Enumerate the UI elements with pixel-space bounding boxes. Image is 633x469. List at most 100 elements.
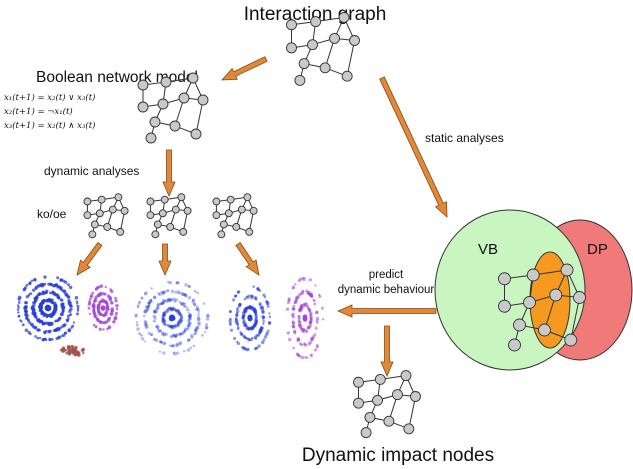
graph-node bbox=[400, 370, 412, 382]
graph-node bbox=[286, 19, 297, 31]
graph-node bbox=[146, 197, 155, 206]
graph-node bbox=[146, 211, 155, 220]
arrow-predict-behaviour bbox=[336, 304, 437, 318]
graph-node bbox=[329, 32, 340, 44]
graph-node bbox=[151, 230, 160, 239]
graph-node bbox=[560, 263, 574, 277]
graph-node bbox=[338, 11, 350, 23]
graph-node bbox=[549, 288, 563, 302]
graph-node bbox=[90, 220, 99, 229]
graph-node bbox=[166, 222, 175, 231]
graph-node bbox=[95, 209, 104, 218]
attractor-visualizations bbox=[16, 275, 325, 360]
graph-node bbox=[178, 92, 190, 104]
graph-node bbox=[498, 272, 511, 286]
interaction-graph-title: Interaction graph bbox=[244, 4, 387, 25]
graph-node bbox=[153, 220, 162, 229]
attractor-cloud-blue-1 bbox=[16, 275, 80, 342]
graph-node bbox=[103, 222, 112, 231]
graph-node bbox=[183, 206, 192, 215]
graph-node bbox=[374, 373, 386, 385]
graph-node bbox=[249, 206, 258, 215]
graph-node bbox=[137, 101, 149, 113]
graph-node bbox=[349, 35, 360, 46]
arrow-dynamic-analyses bbox=[162, 149, 176, 198]
graph-node bbox=[383, 415, 395, 427]
graph-node bbox=[149, 116, 161, 128]
graph-node bbox=[564, 333, 578, 347]
attractor-cloud-brown bbox=[59, 344, 85, 357]
graph-node bbox=[177, 193, 186, 202]
graph-node bbox=[226, 195, 235, 204]
graph-node bbox=[224, 209, 233, 218]
predict-label: predict bbox=[369, 269, 404, 281]
graph-node bbox=[372, 394, 383, 406]
graph-node bbox=[171, 205, 180, 214]
static-analyses-label: static analyses bbox=[425, 131, 504, 145]
graph-node bbox=[237, 205, 246, 214]
ko-oe-graph-1 bbox=[83, 193, 129, 239]
graph-node bbox=[392, 389, 403, 401]
attractor-cloud-blue-2 bbox=[134, 280, 210, 356]
graph-node bbox=[353, 397, 364, 409]
attractor-cloud-purple-2 bbox=[285, 276, 325, 360]
arrow-ko-oe-3 bbox=[235, 242, 260, 276]
arrow-to-impact-nodes bbox=[380, 325, 394, 378]
graph-node bbox=[353, 376, 364, 388]
attractor-cloud-blue-3 bbox=[228, 285, 272, 352]
graph-node bbox=[158, 209, 167, 218]
graph-node bbox=[83, 211, 92, 220]
arrow-to-boolean-model bbox=[221, 56, 268, 81]
graph-node bbox=[508, 338, 521, 352]
graph-node bbox=[523, 296, 536, 309]
graph-edge bbox=[570, 297, 580, 341]
graph-edge bbox=[346, 40, 355, 77]
graph-node bbox=[212, 197, 221, 206]
graph-node bbox=[83, 197, 92, 206]
interaction-graph bbox=[286, 11, 360, 86]
graph-node bbox=[190, 128, 202, 140]
graph-edge bbox=[195, 99, 204, 135]
graph-node bbox=[88, 230, 97, 239]
graph-node bbox=[513, 318, 526, 332]
graph-node bbox=[410, 391, 421, 402]
graph-node bbox=[114, 193, 123, 202]
graph-node bbox=[187, 72, 199, 84]
graph-node bbox=[245, 227, 254, 236]
venn-network-graph bbox=[498, 263, 586, 352]
arrow-ko-oe-1 bbox=[76, 241, 103, 276]
graph-node bbox=[298, 58, 310, 70]
graph-node bbox=[341, 70, 353, 82]
attractor-cloud-purple-1 bbox=[87, 284, 119, 332]
dp-label: DP bbox=[587, 241, 608, 258]
graph-node bbox=[294, 74, 306, 86]
arrow-ko-oe-2 bbox=[158, 243, 172, 277]
graph-node bbox=[120, 206, 129, 215]
equation-2: x₂(t+1) = ¬x₁(t) bbox=[4, 106, 73, 117]
dynamic-impact-nodes-title: Dynamic impact nodes bbox=[302, 445, 494, 466]
dynamic-analyses-label: dynamic analyses bbox=[44, 164, 139, 178]
graph-node bbox=[526, 268, 540, 282]
graph-node bbox=[157, 98, 169, 110]
graph-node bbox=[286, 42, 297, 54]
graph-node bbox=[160, 76, 172, 88]
impact-nodes-graph bbox=[353, 370, 421, 439]
graph-edge bbox=[408, 396, 416, 429]
network-graphs bbox=[83, 11, 586, 439]
graph-node bbox=[212, 211, 221, 220]
flow-arrows bbox=[76, 56, 448, 378]
graph-node bbox=[538, 323, 551, 337]
graph-node bbox=[573, 291, 586, 304]
venn-diagram: VB DP bbox=[434, 209, 633, 371]
graph-node bbox=[364, 411, 376, 423]
equation-3: x₃(t+1) = x₂(t) ∧ x₃(t) bbox=[4, 120, 95, 131]
ko-oe-graph-2 bbox=[146, 193, 192, 239]
graph-node bbox=[498, 299, 511, 313]
ko-oe-label: ko/oe bbox=[37, 207, 67, 221]
graph-node bbox=[403, 423, 415, 435]
arrow-static-analyses bbox=[379, 76, 448, 218]
graph-node bbox=[169, 120, 181, 132]
graph-node bbox=[310, 16, 322, 28]
graph-node bbox=[219, 220, 228, 229]
